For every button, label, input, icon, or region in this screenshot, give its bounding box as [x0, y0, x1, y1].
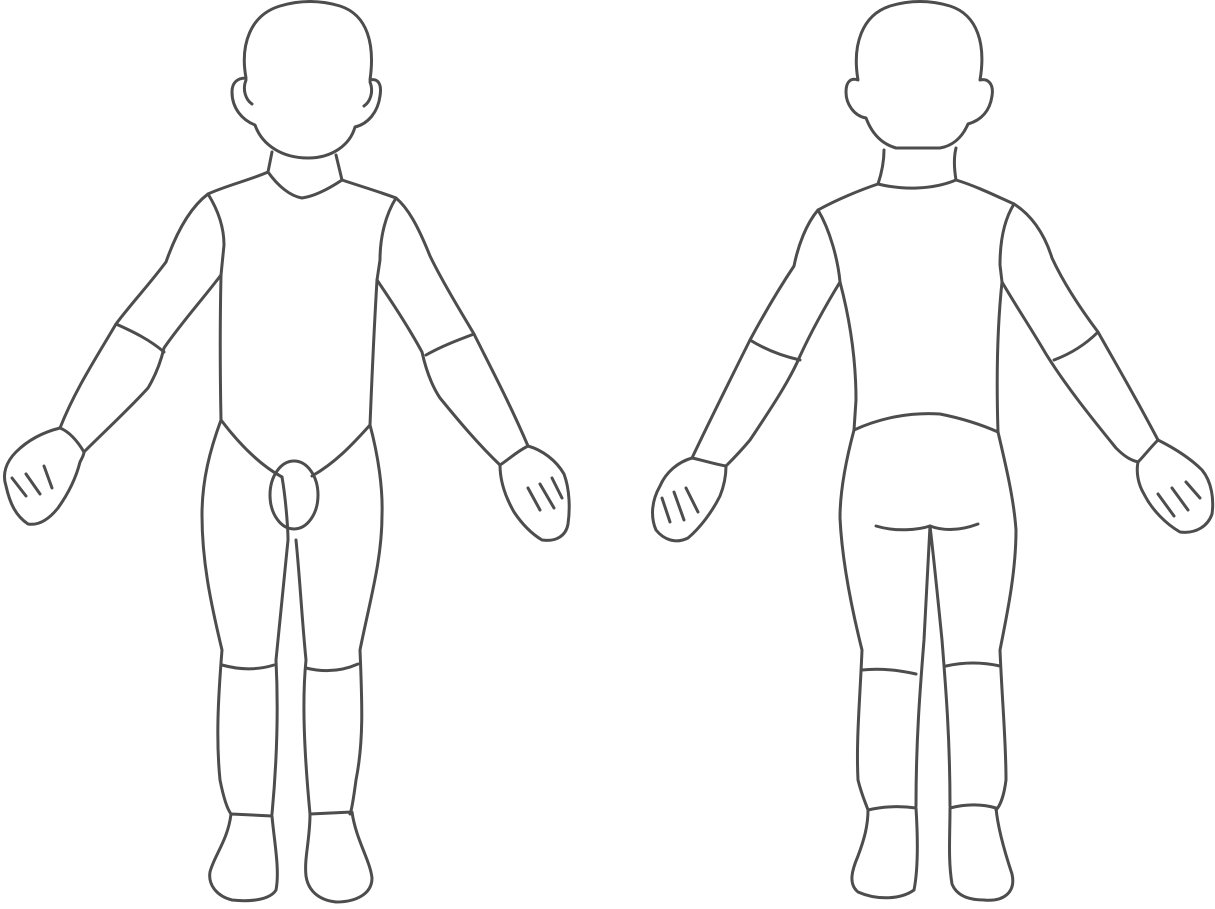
- back-leg-left-knee-band: [862, 669, 916, 674]
- front-foot-right: [306, 812, 372, 902]
- back-leg-left: [840, 430, 930, 810]
- front-ear-right: [364, 82, 372, 106]
- back-neck: [878, 148, 956, 188]
- back-hand-left: [653, 458, 726, 541]
- back-arm-right-elbow-band: [1054, 332, 1098, 360]
- back-arm-left: [692, 210, 840, 466]
- front-torso-outline: [208, 172, 396, 477]
- back-head: [846, 2, 992, 149]
- front-leg-left: [202, 420, 288, 814]
- front-arm-left-elbow-band: [116, 324, 164, 352]
- back-arm-right: [1002, 204, 1158, 462]
- front-arm-left: [60, 194, 221, 452]
- front-leg-right-knee-band: [306, 664, 358, 671]
- front-hand-left: [4, 428, 84, 524]
- back-view-figure: [653, 2, 1213, 901]
- front-foot-left: [210, 814, 278, 901]
- back-arm-left-elbow-band: [750, 340, 800, 360]
- front-leg-right: [296, 425, 382, 814]
- front-view-figure: [4, 2, 569, 903]
- back-waist-line: [854, 414, 998, 432]
- front-arm-right-elbow-band: [426, 334, 474, 355]
- back-buttocks-line: [876, 524, 978, 530]
- front-hand-right: [500, 446, 569, 540]
- front-leg-left-knee-band: [222, 665, 274, 669]
- front-ear-left: [244, 80, 252, 104]
- back-torso-outline: [818, 180, 1014, 432]
- front-arm-right: [377, 198, 528, 465]
- back-leg-right: [930, 432, 1016, 810]
- back-foot-left: [852, 807, 917, 898]
- front-head: [232, 2, 381, 159]
- back-foot-right: [950, 805, 1013, 900]
- front-groin: [270, 461, 318, 529]
- back-leg-right-knee-band: [946, 663, 1000, 666]
- back-hand-right: [1137, 440, 1212, 532]
